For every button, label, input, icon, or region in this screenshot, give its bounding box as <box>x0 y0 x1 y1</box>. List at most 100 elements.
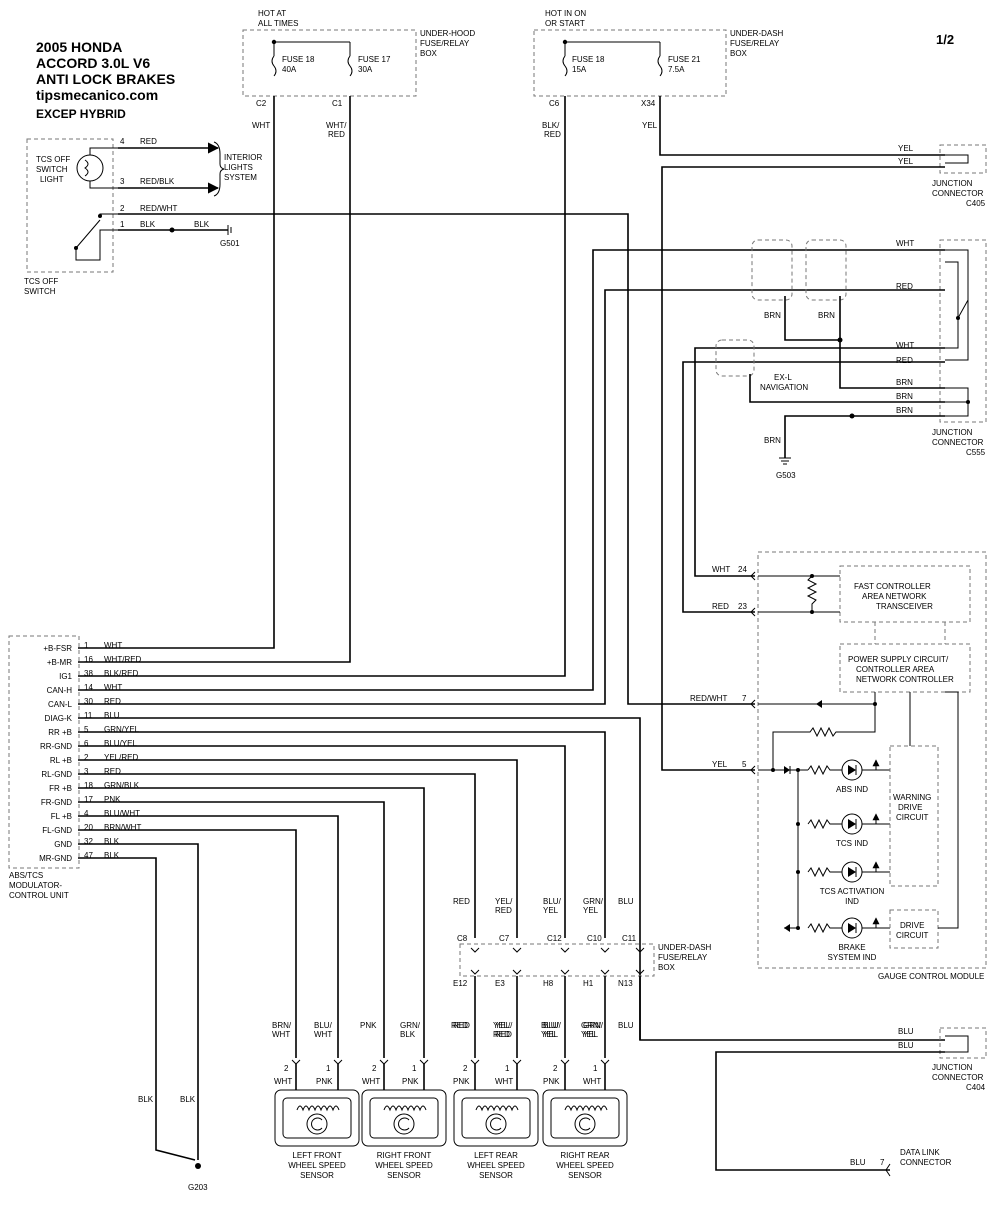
wire-color: BLK <box>138 1095 154 1104</box>
wire-color: RED <box>712 602 729 611</box>
junction-label: JUNCTION <box>932 428 973 437</box>
fuse-rating: 30A <box>358 65 373 74</box>
box-label: FUSE/RELAY <box>658 953 708 962</box>
pin-label: X34 <box>641 99 656 108</box>
pin-terminal <box>512 969 522 975</box>
wire-color: BLU/WHT <box>104 809 140 818</box>
wire-color: YEL <box>642 121 658 130</box>
pin-label: 3 <box>84 767 89 776</box>
wire-color: BLK <box>104 837 120 846</box>
pin-label: 1 <box>593 1064 598 1073</box>
pin-label: 2 <box>284 1064 289 1073</box>
wire-color: BRN <box>764 436 781 445</box>
wire-color: BLU <box>898 1041 914 1050</box>
indicator-label: ABS IND <box>836 785 868 794</box>
wire-color: GRN/ <box>581 1021 602 1030</box>
interior-lights-label: INTERIOR <box>224 153 262 162</box>
title-line: ANTI LOCK BRAKES <box>36 71 175 87</box>
abs-pin-name: MR-GND <box>39 854 72 863</box>
wire-color: YEL/ <box>495 1021 513 1030</box>
diode-icon <box>848 867 856 877</box>
tcs-light-label: TCS OFF <box>36 155 70 164</box>
wire-color: WHT <box>314 1030 332 1039</box>
pin-terminal <box>635 947 645 953</box>
pin-terminal <box>635 969 645 975</box>
box-label: BOX <box>730 49 748 58</box>
ground-label: G203 <box>188 1183 208 1192</box>
abs-pin-name: RL-GND <box>41 770 72 779</box>
wire-color: BRN <box>764 311 781 320</box>
junction-label: C555 <box>966 448 986 457</box>
wire-color: YEL <box>712 760 728 769</box>
pin-label: E12 <box>453 979 468 988</box>
pin-label: 16 <box>84 655 93 664</box>
wire-color: RED <box>140 137 157 146</box>
abs-pin-name: +B-MR <box>47 658 72 667</box>
wire-color: BLU <box>104 711 120 720</box>
pin-label: 2 <box>372 1064 377 1073</box>
abs-pin-name: FL-GND <box>42 826 72 835</box>
pin-label: C7 <box>499 934 510 943</box>
box-label: FUSE/RELAY <box>420 39 470 48</box>
pin-label: 14 <box>84 683 93 692</box>
wire-color: RED <box>493 1030 510 1039</box>
abs-pin-name: IG1 <box>59 672 72 681</box>
pin-label: 38 <box>84 669 93 678</box>
drive-label: DRIVE <box>900 921 924 930</box>
pin-label: 2 <box>84 753 89 762</box>
wire-color: BLK <box>400 1030 416 1039</box>
wire-color: PNK <box>104 795 121 804</box>
twisted-pair-shield <box>715 339 755 377</box>
wire-color: BLK <box>180 1095 196 1104</box>
wire-color: RED <box>544 130 561 139</box>
pin-label: 1 <box>326 1064 331 1073</box>
sensor-label: WHEEL SPEED <box>375 1161 433 1170</box>
pin-label: 4 <box>84 809 89 818</box>
pin-label: C12 <box>547 934 562 943</box>
fuse-rating: 40A <box>282 65 297 74</box>
warning-drive-circuit <box>889 745 939 887</box>
pin-terminal <box>600 969 610 975</box>
wire-color: RED/WHT <box>140 204 177 213</box>
fuse-label: FUSE 18 <box>282 55 315 64</box>
junction-label: CONNECTOR <box>932 189 984 198</box>
fuse-label: FUSE 17 <box>358 55 391 64</box>
fuse-rating: 7.5A <box>668 65 685 74</box>
hot-label: HOT AT <box>258 9 286 18</box>
sensor-label: SENSOR <box>387 1171 421 1180</box>
wire-color: RED/WHT <box>690 694 727 703</box>
pin-terminal <box>560 969 570 975</box>
wire-color: BLU/ <box>543 1021 562 1030</box>
underhood-fuse-box <box>242 29 417 97</box>
pin-label: 3 <box>120 177 125 186</box>
title-line: EXCEP HYBRID <box>36 107 126 121</box>
wire-color: BLU/ <box>541 1021 560 1030</box>
wire-color: YEL/RED <box>104 753 138 762</box>
wheel-speed-sensor-icon <box>542 1089 628 1147</box>
tcs-switch-label: SWITCH <box>24 287 56 296</box>
warning-label: WARNING <box>893 793 931 802</box>
box-label: UNDER-DASH <box>658 943 712 952</box>
sensor-label: RIGHT FRONT <box>377 1151 432 1160</box>
sensor-label: WHEEL SPEED <box>556 1161 614 1170</box>
title-line: ACCORD 3.0L V6 <box>36 55 150 71</box>
hot-label: HOT IN ON <box>545 9 586 18</box>
indicator-label: TCS IND <box>836 839 868 848</box>
abs-pin-name: DIAG-K <box>44 714 72 723</box>
wheel-speed-sensor-icon <box>274 1089 360 1147</box>
abs-pin-name: +B-FSR <box>43 644 72 653</box>
fuse-label: FUSE 18 <box>572 55 605 64</box>
pin-label: 2 <box>463 1064 468 1073</box>
dlc-label: CONNECTOR <box>900 1158 952 1167</box>
pin-label: 1 <box>84 641 89 650</box>
pin-label: C2 <box>256 99 267 108</box>
wire-color: YEL <box>583 906 599 915</box>
indicator-label: TCS ACTIVATION <box>820 887 885 896</box>
wire-color: BRN/WHT <box>104 823 141 832</box>
junction-c404 <box>939 1027 987 1059</box>
wire-color: PNK <box>453 1077 470 1086</box>
wire-color: YEL/ <box>493 1021 511 1030</box>
sensor-label: RIGHT REAR <box>560 1151 609 1160</box>
option-label: EX-L <box>774 373 792 382</box>
